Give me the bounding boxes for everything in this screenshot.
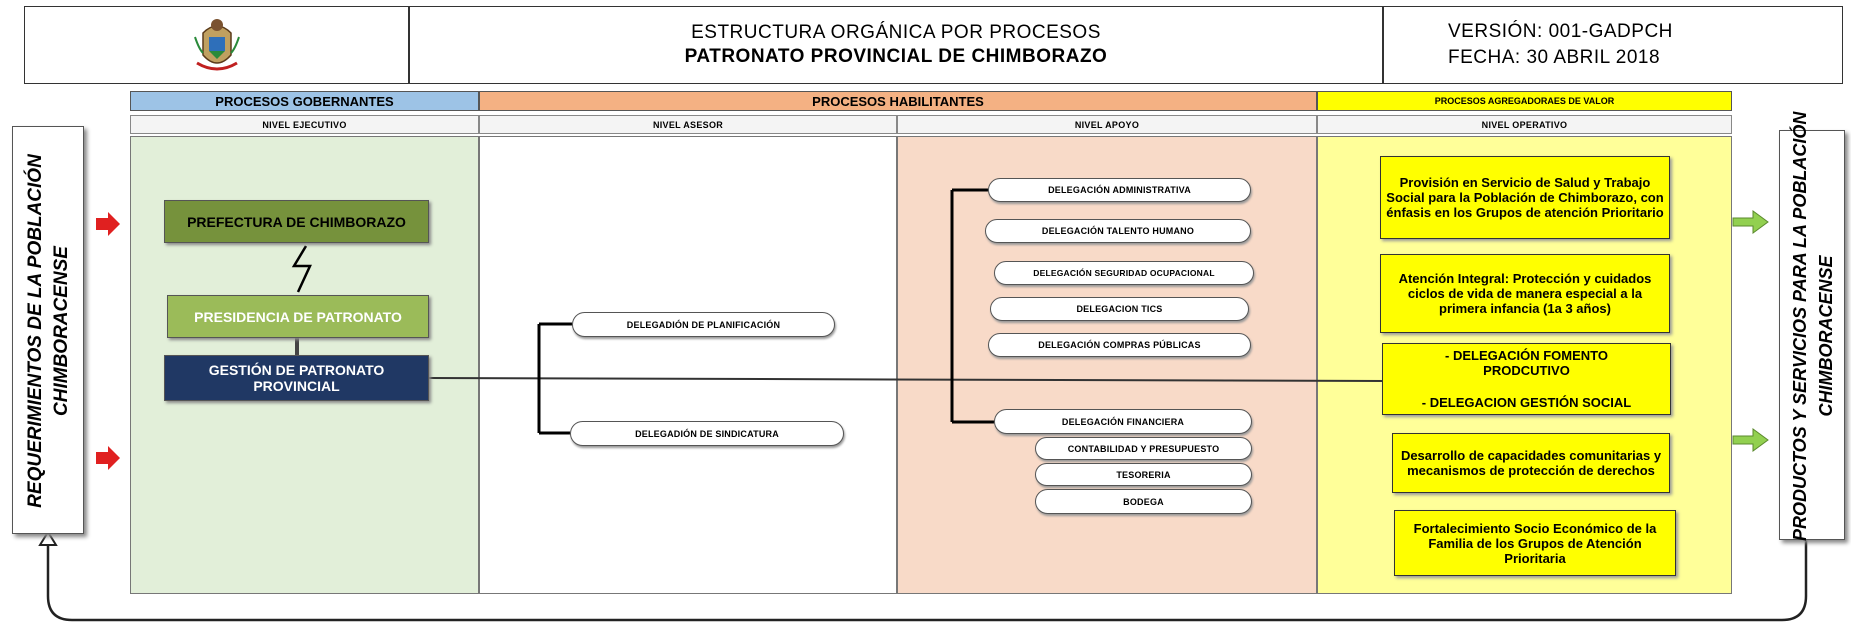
support-item-compras: DELEGACIÓN COMPRAS PÚBLICAS (988, 333, 1251, 357)
products-line1: PRODUCTOS Y SERVICIOS PARA LA POBLACIÓN (1790, 111, 1810, 541)
support-item-tics: DELEGACION TICS (990, 297, 1249, 321)
value-box-fortalecimiento: Fortalecimiento Socio Económico de la Fa… (1394, 510, 1676, 576)
support-column-bg (897, 136, 1317, 594)
date-text: FECHA: 30 ABRIL 2018 (1448, 47, 1661, 68)
value-box-capacidades: Desarrollo de capacidades comunitarias y… (1392, 433, 1670, 493)
level-support: NIVEL APOYO (897, 115, 1317, 134)
title-line2: PATRONATO PROVINCIAL DE CHIMBORAZO (684, 46, 1108, 67)
coat-of-arms-icon (193, 19, 240, 71)
main-horizontal-connector (428, 377, 1387, 382)
green-arrow-bottom (1732, 428, 1769, 452)
finance-sub-tesoreria: TESORERIA (1035, 463, 1252, 486)
level-advisory: NIVEL ASESOR (479, 115, 897, 134)
value-box-delegaciones: - DELEGACIÓN FOMENTO PRODCUTIVO - DELEGA… (1382, 343, 1671, 415)
requirements-side-box: REQUERIMIENTOS DE LA POBLACIÓN CHIMBORAC… (12, 126, 84, 534)
requirements-line2: CHIMBORACENSE (51, 246, 72, 416)
support-item-financiera: DELEGACIÓN FINANCIERA (994, 409, 1252, 434)
value-box-salud: Provisión en Servicio de Salud y Trabajo… (1380, 156, 1670, 239)
value-gestion-social: - DELEGACION GESTIÓN SOCIAL (1421, 395, 1632, 410)
value-fomento-productivo: - DELEGACIÓN FOMENTO PRODCUTIVO (1445, 348, 1608, 378)
lightning-connector (291, 245, 312, 293)
advisory-item-planificacion: DELEGADIÓN DE PLANIFICACIÓN (572, 312, 835, 337)
gestion-box: GESTIÓN DE PATRONATO PROVINCIAL (164, 355, 429, 401)
title-line1: ESTRUCTURA ORGÁNICA POR PROCESOS (691, 22, 1101, 43)
products-side-box: PRODUCTOS Y SERVICIOS PARA LA POBLACIÓN … (1779, 111, 1845, 541)
value-header: PROCESOS AGREGADORAES DE VALOR (1317, 91, 1732, 111)
green-arrow-top (1732, 210, 1769, 234)
feedback-loop (46, 530, 1808, 622)
advisory-column-bg (479, 136, 897, 594)
products-line2: CHIMBORACENSE (1816, 255, 1836, 417)
advisory-item-sindicatura: DELEGADIÓN DE SINDICATURA (570, 421, 844, 446)
support-item-administrativa: DELEGACIÓN ADMINISTRATIVA (988, 178, 1251, 202)
level-executive: NIVEL EJECUTIVO (130, 115, 479, 134)
prefectura-box: PREFECTURA DE CHIMBORAZO (164, 200, 429, 243)
feedback-arrowhead (38, 530, 58, 546)
version-cell: VERSIÓN: 001-GADPCH FECHA: 30 ABRIL 2018 (1383, 6, 1843, 84)
level-operative: NIVEL OPERATIVO (1317, 115, 1732, 134)
red-arrow-bottom (96, 446, 120, 470)
products-text: PRODUCTOS Y SERVICIOS PARA LA POBLACIÓN … (1787, 111, 1839, 541)
value-box-atencion-integral: Atención Integral: Protección y cuidados… (1380, 254, 1670, 333)
requirements-text: REQUERIMIENTOS DE LA POBLACIÓN CHIMBORAC… (23, 131, 75, 531)
presidencia-box: PRESIDENCIA DE PATRONATO (167, 295, 429, 338)
title-cell: ESTRUCTURA ORGÁNICA POR PROCESOS PATRONA… (409, 6, 1383, 84)
support-item-seguridad: DELEGACIÓN SEGURIDAD OCUPACIONAL (994, 261, 1254, 285)
finance-sub-contabilidad: CONTABILIDAD Y PRESUPUESTO (1035, 437, 1252, 460)
requirements-line1: REQUERIMIENTOS DE LA POBLACIÓN (25, 154, 46, 508)
version-text: VERSIÓN: 001-GADPCH (1448, 21, 1673, 42)
red-arrow-top (96, 212, 120, 236)
support-item-talento-humano: DELEGACIÓN TALENTO HUMANO (985, 219, 1251, 243)
logo-cell (24, 6, 409, 84)
enabling-header: PROCESOS HABILITANTES (479, 91, 1317, 111)
finance-sub-bodega: BODEGA (1035, 489, 1252, 514)
governing-header: PROCESOS GOBERNANTES (130, 91, 479, 111)
